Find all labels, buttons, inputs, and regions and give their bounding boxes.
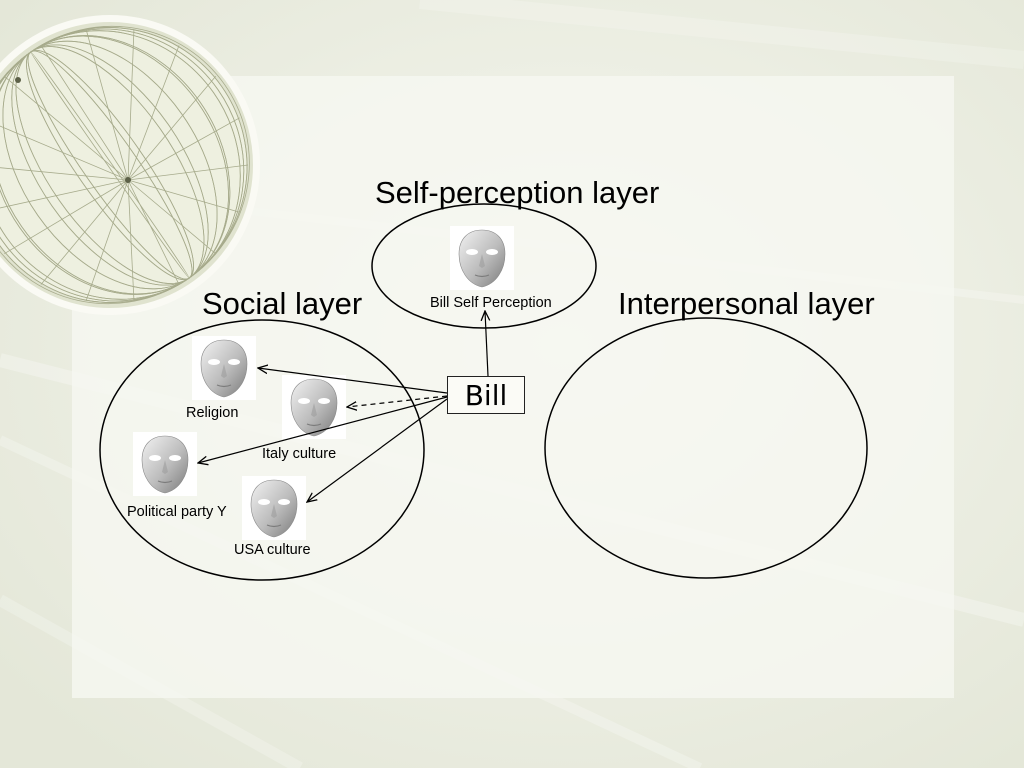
usa-culture-label: USA culture [234, 542, 311, 558]
political-party-label: Political party Y [127, 504, 227, 520]
wire-globe-icon [0, 15, 260, 315]
interpersonal-ellipse [544, 317, 868, 579]
arrow-bill-to-self-perception [485, 311, 488, 377]
political-party-mask-icon [132, 431, 198, 497]
social-ellipse [99, 319, 425, 581]
religion-mask-icon [191, 335, 257, 401]
arrow-bill-to-political-party [198, 396, 448, 463]
arrow-bill-to-usa-culture [307, 398, 448, 502]
bill-self-perception-mask-icon [449, 225, 515, 291]
self-perception-ellipse [371, 203, 597, 329]
bill-node-label: Bill [464, 378, 508, 412]
interpersonal-layer-title: Interpersonal layer [618, 286, 875, 321]
arrow-bill-to-religion [258, 368, 448, 394]
social-layer-title: Social layer [202, 286, 363, 321]
italy-culture-mask-icon [281, 374, 347, 440]
bill-node: Bill [447, 376, 525, 414]
arrow-bill-to-italy-culture [347, 395, 448, 407]
bill-self-perception-label: Bill Self Perception [430, 295, 552, 311]
religion-label: Religion [186, 405, 239, 421]
italy-culture-label: Italy culture [262, 446, 337, 462]
self-perception-layer-title: Self-perception layer [375, 175, 660, 210]
usa-culture-mask-icon [241, 475, 307, 541]
